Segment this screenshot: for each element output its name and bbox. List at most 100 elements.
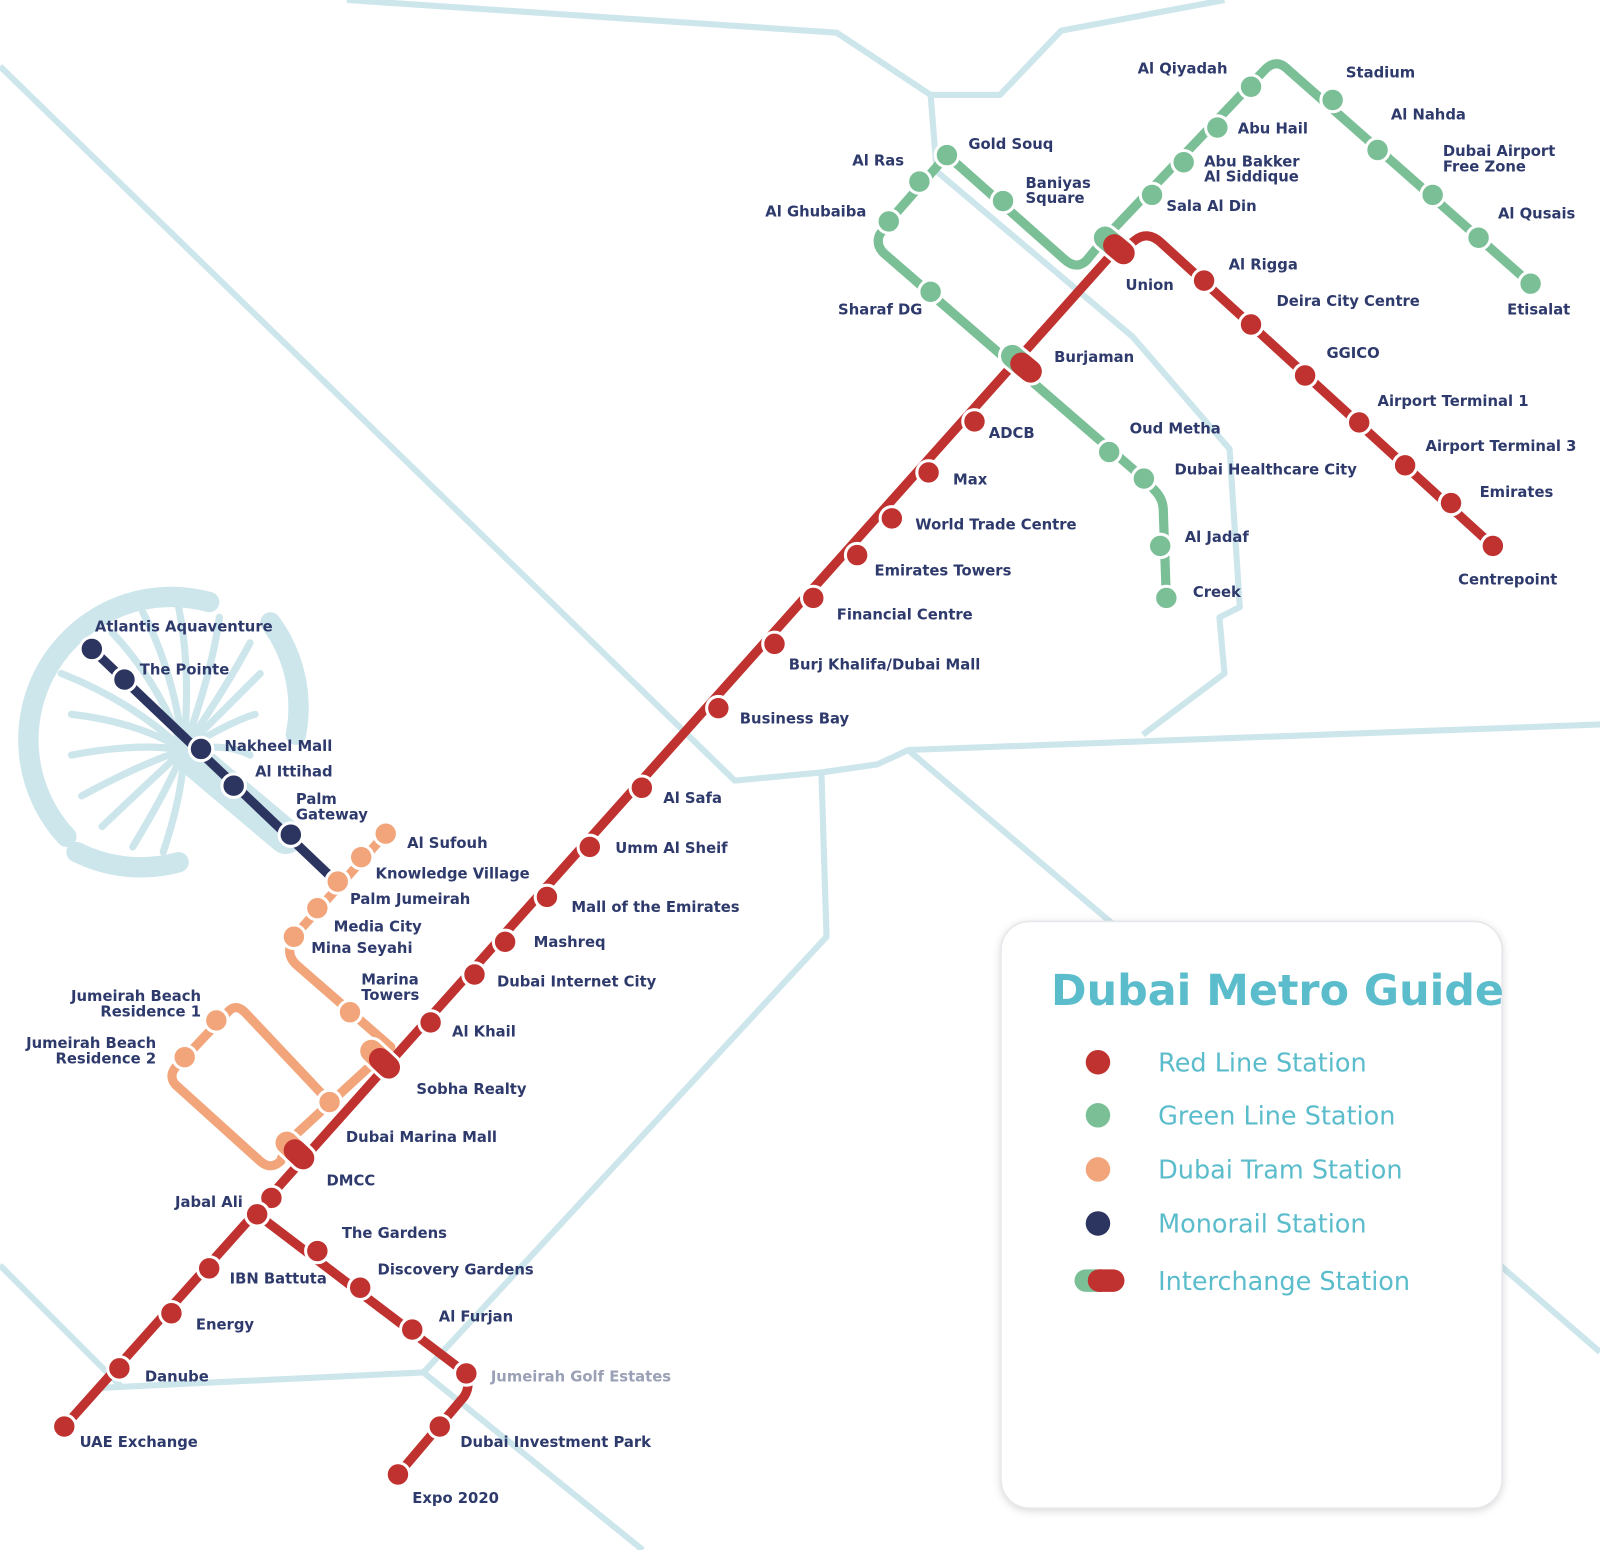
green-line-station[interactable]: [1170, 148, 1197, 176]
green-line-station[interactable]: [1465, 224, 1492, 252]
red-line-station[interactable]: [461, 961, 488, 988]
green-line-station[interactable]: [989, 187, 1017, 215]
green-line-station[interactable]: [1204, 114, 1231, 141]
station-label: Mina Seyahi: [311, 940, 412, 957]
monorail-station[interactable]: [111, 666, 138, 693]
green-line-station[interactable]: [1138, 181, 1166, 209]
red-line-station[interactable]: [915, 459, 942, 486]
station-label: Jumeirah Beach: [25, 1035, 156, 1052]
green-line-station[interactable]: [906, 168, 933, 195]
red-line-station[interactable]: [426, 1413, 454, 1440]
green-line-station[interactable]: [1517, 270, 1544, 297]
red-line-station[interactable]: [576, 833, 604, 861]
green-line-station[interactable]: [1153, 584, 1180, 612]
station-label: Sala Al Din: [1166, 198, 1256, 215]
tram-station[interactable]: [372, 820, 399, 847]
station-label: Al Rigga: [1229, 256, 1298, 273]
red-line-station[interactable]: [398, 1316, 426, 1343]
tram-station[interactable]: [203, 1007, 230, 1034]
station-label: Emirates: [1480, 484, 1554, 501]
tram-station[interactable]: [304, 894, 331, 922]
red-line-station[interactable]: [1190, 267, 1218, 294]
station-label: IBN Battuta: [230, 1271, 327, 1288]
red-line-station[interactable]: [491, 928, 519, 956]
interchange-station[interactable]: [1090, 223, 1138, 268]
red-line-station[interactable]: [346, 1274, 374, 1302]
green-line-station[interactable]: [1237, 73, 1265, 100]
legend-panel: Dubai Metro Guide Red Line StationGreen …: [1000, 920, 1504, 1509]
red-line-station[interactable]: [705, 694, 732, 722]
palm-frond: [175, 603, 191, 754]
station-label: Nakheel Mall: [224, 738, 332, 755]
station-label: Jabal Ali: [174, 1194, 243, 1211]
green-line-station[interactable]: [1095, 438, 1123, 466]
red-line-station[interactable]: [961, 408, 988, 435]
green-line-station[interactable]: [1419, 181, 1446, 209]
station-label: Expo 2020: [412, 1490, 499, 1507]
red-line-station[interactable]: [106, 1355, 133, 1382]
red-line-station[interactable]: [243, 1201, 271, 1228]
tram-station[interactable]: [324, 868, 352, 895]
tram-station[interactable]: [171, 1043, 198, 1071]
red-line-station[interactable]: [384, 1461, 412, 1488]
red-line-station[interactable]: [533, 883, 561, 911]
station-label: Business Bay: [740, 710, 850, 727]
station-label: Al Qusais: [1498, 205, 1576, 222]
monorail-station[interactable]: [220, 772, 247, 799]
green-line-station[interactable]: [1364, 136, 1391, 164]
green-line-station[interactable]: [933, 141, 961, 169]
interchange-station[interactable]: [272, 1128, 318, 1173]
station-label: Square: [1026, 190, 1085, 207]
red-line-station[interactable]: [1391, 452, 1419, 479]
station-label: Sobha Realty: [416, 1081, 527, 1098]
red-line-station[interactable]: [800, 584, 827, 612]
green-line-station[interactable]: [1130, 465, 1158, 492]
red-line-station[interactable]: [878, 505, 906, 532]
station-label: Baniyas: [1026, 175, 1091, 192]
red-line-station[interactable]: [195, 1255, 223, 1282]
stations: [51, 73, 1544, 1488]
tram-station[interactable]: [336, 998, 364, 1026]
interchange-station[interactable]: [357, 1036, 404, 1082]
red-line-station[interactable]: [453, 1360, 480, 1387]
legend-box: [1000, 920, 1503, 1509]
monorail-station[interactable]: [187, 735, 215, 763]
red-line-station[interactable]: [158, 1300, 185, 1327]
red-line-station[interactable]: [1237, 311, 1265, 338]
red-line-station[interactable]: [1479, 532, 1507, 560]
green-line-station[interactable]: [875, 208, 903, 235]
tram-station[interactable]: [280, 923, 308, 951]
red-line-station[interactable]: [1291, 362, 1319, 389]
station-label: Airport Terminal 3: [1426, 438, 1577, 455]
red-line-station[interactable]: [417, 1009, 444, 1036]
station-label: Abu Hail: [1238, 121, 1308, 138]
interchange-station[interactable]: [997, 341, 1045, 386]
station-label: Emirates Towers: [874, 563, 1011, 580]
tram-station[interactable]: [316, 1088, 343, 1116]
station-label: Free Zone: [1443, 158, 1526, 175]
legend-item: Red Line Station: [1085, 1048, 1367, 1078]
red-line-station[interactable]: [761, 630, 788, 658]
red-line-station[interactable]: [628, 774, 656, 802]
red-line-station[interactable]: [1437, 489, 1465, 517]
red-line-station[interactable]: [304, 1237, 331, 1265]
red-line-station[interactable]: [1345, 409, 1373, 436]
station-label: Al Qiyadah: [1138, 60, 1228, 77]
legend-label: Red Line Station: [1158, 1048, 1366, 1078]
station-label: Residence 2: [55, 1050, 156, 1067]
green-line-station[interactable]: [1146, 532, 1174, 560]
station-label: Mall of the Emirates: [571, 899, 739, 916]
green-line-station[interactable]: [917, 278, 944, 306]
station-label: Al Sufouh: [407, 835, 487, 852]
monorail-station[interactable]: [78, 635, 106, 663]
red-line-station[interactable]: [843, 541, 871, 569]
legend-label: Monorail Station: [1158, 1210, 1366, 1240]
station-label: Atlantis Aquaventure: [95, 619, 273, 636]
monorail-station[interactable]: [277, 821, 305, 848]
green-line-station[interactable]: [1319, 86, 1346, 114]
tram-station[interactable]: [347, 843, 375, 871]
red-line-station[interactable]: [51, 1413, 78, 1440]
station-label: Al Ittihad: [255, 764, 332, 781]
station-label: Deira City Centre: [1277, 293, 1420, 310]
red-line-station[interactable]: [258, 1184, 285, 1212]
